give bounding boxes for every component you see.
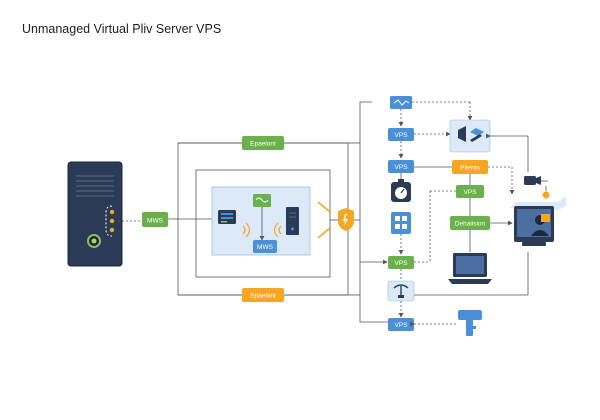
mws-center-label: MWS	[257, 244, 274, 251]
mws-left-node: MWS	[142, 212, 168, 227]
warning-icon	[542, 191, 550, 199]
switch-icon	[218, 210, 236, 224]
small-server-icon	[286, 207, 299, 235]
user-monitor-icon	[510, 196, 566, 246]
vps-node-4: VPS	[388, 318, 414, 331]
vps-right-label: VPS	[463, 189, 477, 196]
network-hub-icon	[387, 280, 415, 302]
gauge-icon	[391, 179, 411, 202]
security-device-icon	[449, 119, 491, 153]
vps-label-1: VPS	[394, 132, 408, 139]
diagram-title: Unmanaged Virtual Pliv Server VPS	[22, 22, 222, 36]
flash-line-bottom	[317, 227, 331, 239]
camera-icon	[524, 176, 541, 185]
vps-node-2: VPS	[388, 160, 414, 173]
vps-right-node: VPS	[456, 185, 484, 198]
vps-label-4: VPS	[394, 322, 408, 329]
mws-center-node: MWS	[253, 240, 277, 253]
dehaiision-label: Dehaiision	[455, 221, 486, 228]
router-icon	[253, 194, 271, 207]
shield-icon	[338, 208, 354, 231]
mws-left-label: MWS	[147, 218, 164, 225]
dehaiision-node: Dehaiision	[450, 216, 490, 230]
bottom-orange-node: Epaelont	[242, 288, 284, 302]
server-tower-icon	[67, 161, 123, 267]
vps-label-2: VPS	[394, 164, 408, 171]
plients-label: Plients	[460, 165, 480, 172]
laptop-icon	[448, 253, 492, 284]
vps-label-3: VPS	[394, 260, 408, 267]
key-icon	[458, 310, 482, 336]
grid-app-icon	[391, 212, 411, 234]
port-bracket	[105, 205, 115, 237]
inner-frame	[195, 169, 331, 278]
monitor-icon-top	[390, 96, 412, 109]
vps-node-3: VPS	[388, 256, 414, 269]
flash-line-top	[317, 201, 331, 213]
signal-arcs-icon	[242, 222, 282, 238]
top-green-node: Epaelont	[242, 136, 284, 150]
top-green-label: Epaelont	[250, 141, 276, 148]
bottom-orange-label: Epaelont	[250, 293, 276, 300]
plients-node: Plients	[452, 160, 488, 174]
vps-node-1: VPS	[388, 128, 414, 141]
